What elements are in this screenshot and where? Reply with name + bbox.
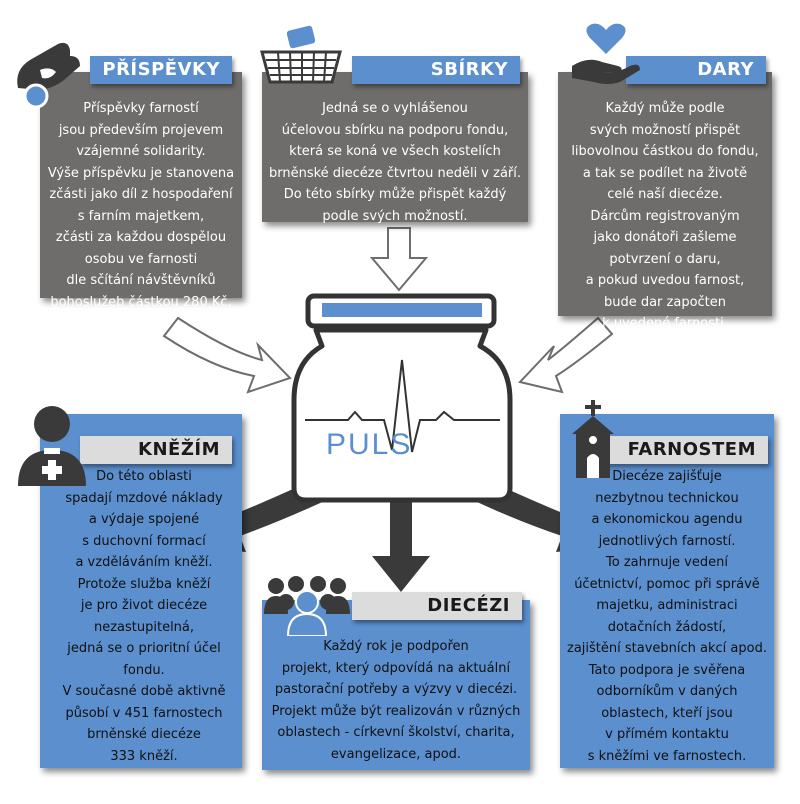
dary-title: DARY: [626, 56, 766, 84]
box-sbirky: Jedná se o vyhlášenou účelovou sbírku na…: [262, 72, 528, 224]
dieceze-text: Každý rok je podpořen projekt, který odp…: [271, 639, 521, 762]
collection-basket-icon: [260, 25, 342, 84]
sbirky-text: Jedná se o vyhlášenou účelovou sbírku na…: [268, 101, 522, 224]
jar: [291, 293, 513, 503]
arrow-from-prispevky: [162, 316, 292, 394]
knezim-title: KNĚŽÍM: [80, 436, 232, 464]
prispevky-text: Příspěvky farností jsou především projev…: [47, 101, 235, 310]
hand-coin-icon: [17, 42, 80, 109]
prispevky-title: PŘÍSPĚVKY: [90, 56, 232, 84]
arrow-from-dary: [518, 316, 614, 394]
arrow-from-sbirky: [369, 227, 429, 292]
box-dary: Každý může podle svých možností přispět …: [558, 72, 772, 331]
box-prispevky: Příspěvky farností jsou především projev…: [40, 72, 242, 310]
hand-heart-icon: [572, 23, 640, 84]
heartbeat-line: [305, 359, 500, 453]
church-icon: [572, 400, 614, 478]
dieceze-title: DIECÉZI: [352, 592, 522, 620]
farnostem-title: FARNOSTEM: [600, 436, 768, 464]
knezim-text: Do této oblasti spadají mzdové náklady a…: [62, 469, 226, 764]
people-group-icon: [264, 576, 350, 636]
priest-icon: [18, 406, 86, 486]
sbirky-title: SBÍRKY: [352, 56, 520, 84]
arrow-to-dieceze: [372, 500, 430, 592]
jar-label: PULS: [326, 428, 413, 461]
dary-text: Každý může podle svých možností přispět …: [571, 101, 759, 331]
farnostem-text: Diecéze zajišťuje nezbytnou technickou a…: [567, 469, 767, 764]
